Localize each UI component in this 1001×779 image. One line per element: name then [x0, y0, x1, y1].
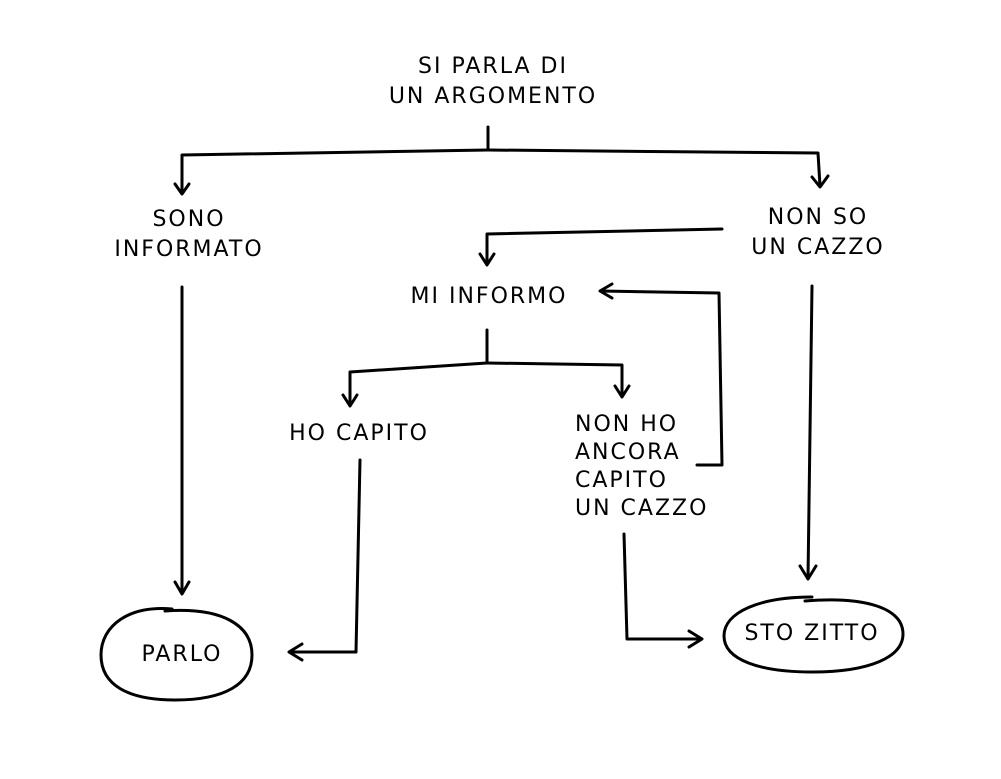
arrowhead-to-get-informed	[478, 252, 496, 267]
arrowhead-not-understood-to-stay-quiet	[687, 629, 704, 649]
arrowhead-to-informed	[173, 182, 191, 196]
arrowhead-to-stay-quiet	[798, 564, 818, 581]
arrowhead-to-speak	[173, 580, 191, 596]
node-understood: HO CAPITO	[289, 419, 429, 449]
connector-not-informed-to-get-informed	[485, 227, 724, 266]
connector-loop-back-to-get-informed	[599, 289, 724, 467]
node-not-understood: NON HO ANCORA CAPITO UN CAZZO	[575, 411, 708, 523]
connector-root-right	[486, 148, 822, 188]
arrowhead-loop-back	[598, 282, 614, 300]
connector-understood-to-speak	[289, 458, 362, 654]
connector-not-understood-to-stay-quiet	[622, 532, 702, 641]
node-informed-line-2: INFORMATO	[114, 237, 264, 262]
node-informed-line-1: SONO	[152, 207, 226, 232]
node-not-informed: NON SO UN CAZZO	[751, 203, 884, 263]
node-informed: SONO INFORMATO	[114, 205, 263, 265]
connector-root-left	[180, 148, 490, 195]
node-speak: PARLO	[142, 640, 223, 670]
node-not-informed-line-2: UN CAZZO	[751, 235, 885, 260]
arrowhead-to-not-understood	[613, 384, 631, 399]
node-speak-line-1: PARLO	[141, 642, 223, 667]
node-stay-quiet: STO ZITTO	[744, 619, 879, 649]
node-not-understood-line-3: CAPITO	[575, 468, 668, 493]
node-get-informed: MI INFORMO	[411, 282, 568, 312]
connector-not-informed-to-stay-quiet	[806, 284, 814, 580]
node-get-informed-line-1: MI INFORMO	[410, 284, 568, 309]
node-root-line-2: UN ARGOMENTO	[388, 84, 598, 109]
node-not-informed-line-1: NON SO	[767, 205, 869, 230]
arrowhead-to-not-informed	[810, 174, 830, 189]
speak-oval	[99, 606, 254, 702]
node-understood-line-1: HO CAPITO	[289, 421, 429, 446]
node-stay-quiet-line-1: STO ZITTO	[744, 621, 880, 646]
node-root: SI PARLA DI UN ARGOMENTO	[389, 52, 597, 112]
node-not-understood-line-4: UN CAZZO	[575, 496, 709, 521]
node-not-understood-line-2: ANCORA	[575, 440, 681, 465]
stay-quiet-oval	[722, 595, 905, 674]
connector-get-informed-right	[485, 361, 624, 398]
node-not-understood-line-1: NON HO	[575, 412, 679, 437]
node-root-line-1: SI PARLA DI	[418, 54, 568, 79]
arrowhead-to-understood	[341, 393, 359, 408]
arrowhead-understood-to-speak	[287, 642, 304, 662]
connector-get-informed-left	[348, 361, 489, 406]
